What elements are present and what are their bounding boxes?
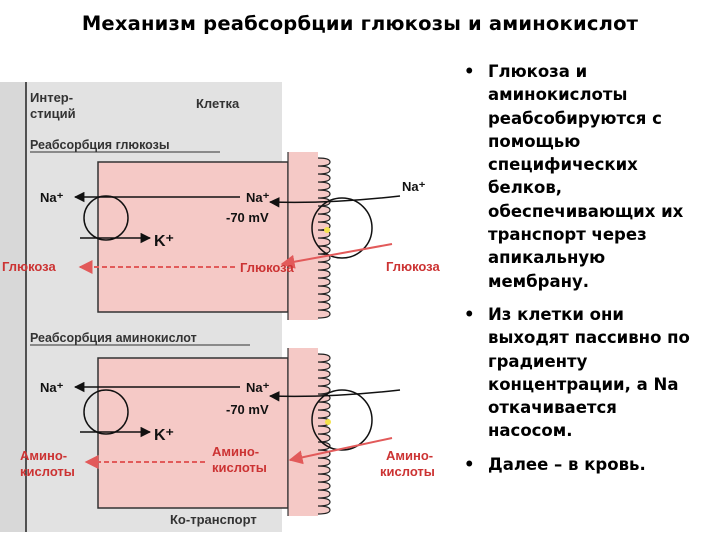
bullet-dot-icon: • — [464, 304, 475, 324]
interstitium-region — [0, 82, 26, 532]
glucose-label-lumen: Глюкоза — [386, 259, 440, 274]
na-entry-curve-glucose — [268, 195, 401, 208]
amino-label-lumen-1: Амино- — [386, 448, 433, 463]
k-label-glucose: K⁺ — [154, 233, 174, 250]
voltage-label-amino: -70 mV — [226, 402, 269, 417]
bullet-line: транспорт через — [488, 225, 647, 245]
amino-label-interstitium-1: Амино- — [20, 448, 67, 463]
bullet-list: • Глюкоза и аминокислоты реабсобируются … — [462, 60, 714, 486]
bullet-item: • Из клетки они выходят пассивно по град… — [462, 303, 714, 443]
amino-label-lumen-2: кислоты — [380, 464, 435, 479]
slide-title: Механизм реабсорбции глюкозы и аминокисл… — [81, 12, 639, 35]
na-label-cell-amino: Na⁺ — [246, 380, 270, 395]
cell-body-amino — [97, 357, 289, 509]
bullet-item: • Далее – в кровь. — [462, 453, 714, 476]
glucose-section-label: Реабсорбция глюкозы — [30, 138, 170, 152]
cell-label: Клетка — [196, 96, 240, 111]
brush-border-amino — [288, 348, 318, 516]
glucose-label-cell: Глюкоза — [240, 260, 294, 275]
amino-label-interstitium-2: кислоты — [20, 464, 75, 479]
bullet-line: мембрану. — [488, 271, 590, 291]
interstitium-label-2: стиций — [30, 106, 76, 121]
bullet-line: Из клетки они — [488, 304, 624, 324]
bullet-dot-icon: • — [464, 62, 475, 81]
bullet-line: откачивается — [488, 398, 617, 418]
cotransport-label: Ко-транспорт — [170, 512, 257, 527]
na-entry-curve-amino — [268, 389, 401, 402]
bullet-line: обеспечивающих их — [488, 201, 684, 221]
bullet-line: насосом. — [488, 421, 573, 441]
bullet-dot-icon: • — [464, 454, 475, 474]
bullet-line: Далее – в кровь. — [488, 454, 646, 474]
voltage-label-glucose: -70 mV — [226, 210, 269, 225]
bullet-line: аминокислоты — [488, 85, 628, 105]
bullet-line: концентрации, а Na — [488, 374, 679, 394]
na-label-lumen-glucose: Na⁺ — [402, 179, 426, 194]
microvilli-amino — [317, 353, 331, 515]
bullet-line: помощью — [488, 131, 581, 151]
glucose-label-interstitium: Глюкоза — [2, 259, 56, 274]
reabsorption-diagram: Интер- стиций Клетка Реабсорбция глюкозы… — [0, 78, 462, 540]
cotransporter-amino — [311, 389, 373, 451]
na-k-pump-amino — [83, 389, 129, 435]
bullet-line: Глюкоза и — [488, 62, 588, 81]
bullet-line: апикальную — [488, 248, 606, 268]
microvilli-glucose — [317, 157, 331, 319]
na-label-left-glucose: Na⁺ — [40, 190, 64, 205]
cell-body-glucose — [97, 161, 289, 313]
bullet-line: выходят пассивно по — [488, 328, 690, 348]
amino-entry-arrow — [288, 437, 393, 465]
bullet-item: • Глюкоза и аминокислоты реабсобируются … — [462, 60, 714, 293]
interstitium-label-1: Интер- — [30, 90, 73, 105]
bullet-line: градиенту — [488, 351, 588, 371]
bullet-line: специфических — [488, 155, 638, 175]
bullet-line: реабсобируются с — [488, 108, 662, 128]
na-label-left-amino: Na⁺ — [40, 380, 64, 395]
amino-label-cell-2: кислоты — [212, 460, 267, 475]
amino-label-cell-1: Амино- — [212, 444, 259, 459]
amino-section-label: Реабсорбция аминокислот — [30, 331, 197, 345]
k-label-amino: K⁺ — [154, 427, 174, 444]
na-k-pump-glucose — [83, 195, 129, 241]
glucose-entry-arrow — [280, 243, 393, 269]
cotransporter-glucose — [311, 197, 373, 259]
bullet-line: белков, — [488, 178, 563, 198]
na-label-cell-glucose: Na⁺ — [246, 190, 270, 205]
